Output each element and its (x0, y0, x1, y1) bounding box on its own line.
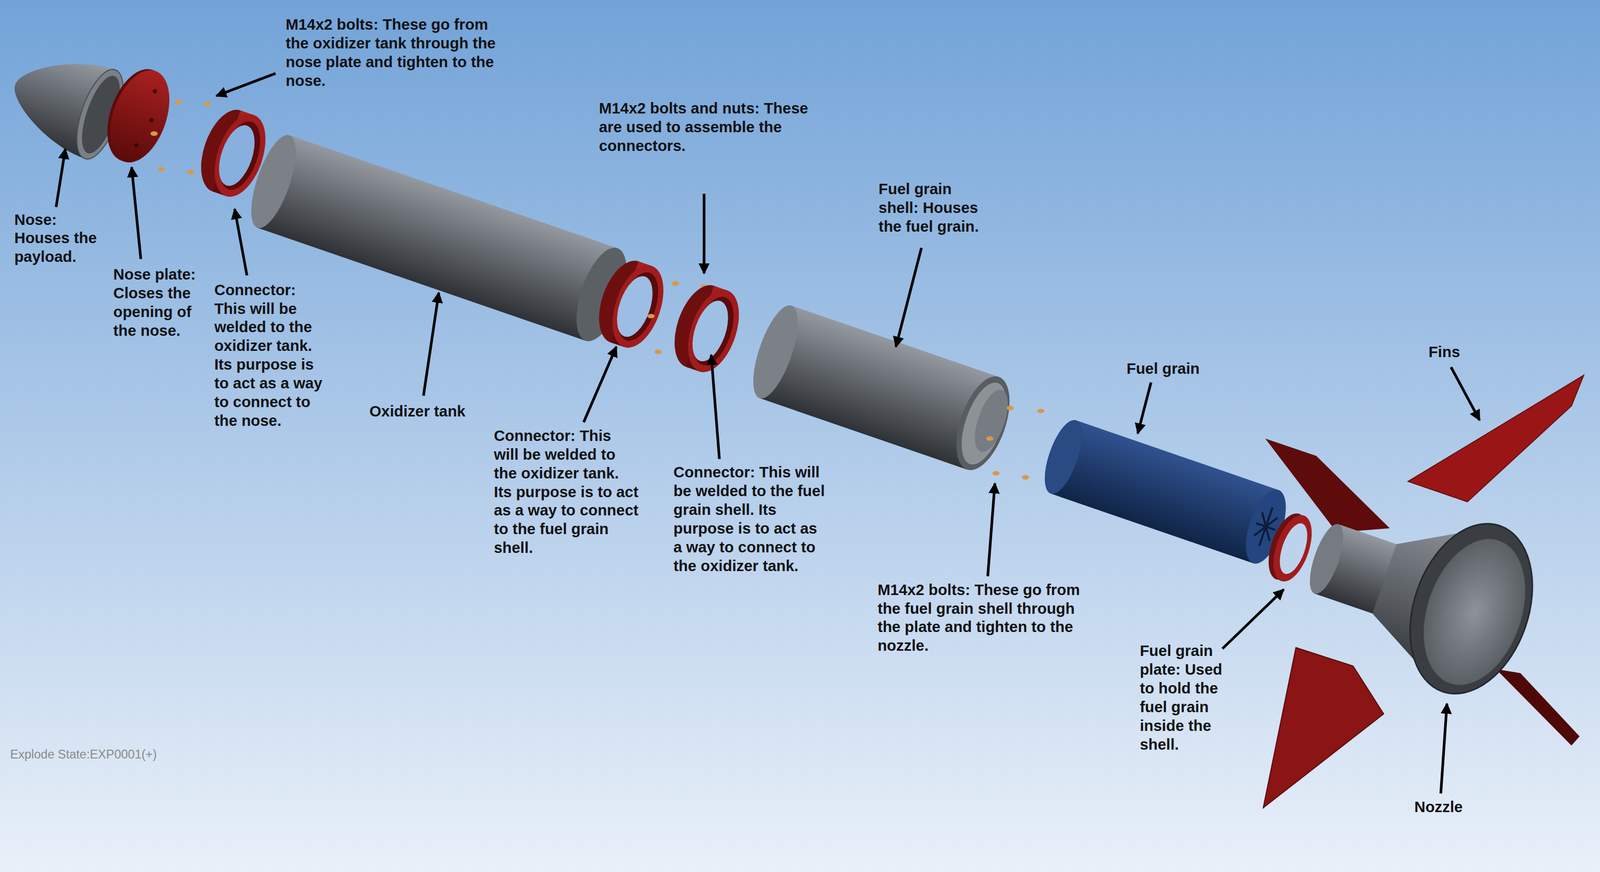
bolt (992, 471, 1000, 477)
connector-ring (664, 278, 749, 380)
plate-hole (1274, 520, 1314, 578)
leader-arrow (56, 148, 66, 208)
fin (1263, 647, 1384, 809)
fin (1495, 669, 1580, 746)
bolts (986, 405, 1045, 480)
bolt (986, 436, 994, 442)
part-label: Fuel grain shell: Houses the fuel grain. (878, 179, 987, 236)
nose-plate (96, 61, 181, 171)
leader-arrow (131, 167, 142, 259)
shell-opening (952, 377, 1016, 471)
shell-cap (744, 300, 808, 404)
leader-arrow (216, 73, 276, 96)
leader-arrow (1440, 704, 1447, 794)
part-label: Fins (1428, 342, 1460, 362)
bolt (671, 281, 680, 286)
part-label: Nose: Houses the payload. (14, 210, 104, 267)
part-label: Connector: This will be welded to the fu… (673, 463, 828, 575)
bolt-hole (148, 117, 155, 123)
bolt (175, 100, 183, 105)
bolt (1006, 405, 1015, 411)
leader-arrow (987, 483, 995, 577)
connector-ring (589, 254, 673, 355)
part-label: Connector: This will be welded to the ox… (493, 426, 640, 558)
leader-arrow (234, 209, 248, 276)
grain-cap (1036, 415, 1090, 499)
port-line (1254, 512, 1278, 542)
leader-arrow (423, 292, 439, 396)
bolt (647, 314, 655, 319)
leader-arrows (56, 73, 1480, 794)
callout-text: M14x2 bolts: These go from the oxidizer … (285, 15, 503, 90)
bolt (157, 167, 166, 172)
oxidizer-tank (242, 130, 643, 350)
leader-arrow (583, 346, 617, 423)
part-label: Nozzle (1414, 797, 1463, 817)
bolt (150, 131, 158, 136)
view-state-note: Explode State:EXP0001(+) (10, 747, 158, 762)
bolt (187, 170, 195, 175)
nozzle-rim (1388, 507, 1554, 711)
tank-cap (242, 130, 306, 234)
leader-arrow (1222, 589, 1284, 649)
grain-body (1050, 420, 1279, 564)
ring-front (602, 258, 673, 355)
bolt (1021, 475, 1030, 481)
leader-arrow (702, 193, 706, 274)
bolt-hole (152, 88, 158, 94)
part-label: Nose plate: Closes the opening of the no… (113, 265, 205, 340)
callout-text: M14x2 bolts and nuts: These are used to … (598, 98, 816, 156)
part-label: Connector: This will be welded to the ox… (214, 280, 327, 431)
port-line (1254, 512, 1278, 542)
ring-hole (211, 120, 262, 191)
nozzle-cap (1303, 520, 1350, 598)
plate-face (98, 62, 181, 171)
part-label: Oxidizer tank (369, 402, 466, 421)
callout-text: M14x2 bolts: These go from the fuel grai… (877, 580, 1087, 656)
shell-interior (968, 385, 1015, 457)
port-line (1256, 523, 1276, 531)
shell-rim (945, 369, 1021, 478)
leader-arrow (895, 247, 922, 347)
ring-inner-wall (609, 267, 667, 346)
fuel-grain-shell (744, 300, 1021, 478)
part-label: Fuel grain plate: Used to hold the fuel … (1139, 641, 1232, 754)
fin (1265, 438, 1390, 533)
leader-arrow (1137, 382, 1151, 434)
ring-front (678, 283, 749, 380)
leader-arrow (1451, 367, 1480, 421)
leader-arrow (711, 355, 720, 460)
fuel-grain (1036, 415, 1294, 569)
ring-inner-wall (685, 291, 742, 371)
nozzle-mouth (1405, 525, 1544, 699)
bolt (1037, 408, 1045, 414)
bolt-hole (133, 142, 140, 148)
bolt (654, 350, 662, 355)
ring-hole (609, 271, 660, 342)
fin (1408, 375, 1584, 503)
bolt (203, 102, 211, 107)
part-label: Fuel grain (1126, 359, 1200, 379)
